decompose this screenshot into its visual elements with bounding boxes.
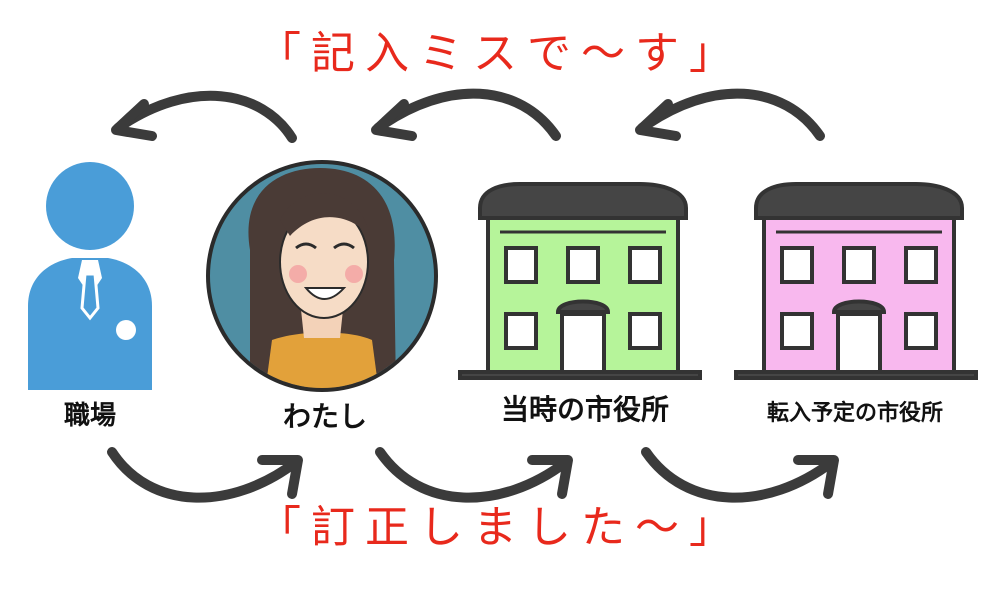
woman-avatar: [206, 160, 438, 392]
caption-corrected-notice: 「訂正しました～」: [257, 502, 743, 553]
arrow-top-left: [111, 90, 297, 143]
arrow-bottom-left: [107, 447, 303, 503]
arrow-bottom-right: [641, 447, 839, 503]
label-former-city-hall: 当時の市役所: [500, 393, 669, 426]
arrow-top-middle: [371, 88, 561, 141]
building-icon-green: [458, 182, 702, 380]
label-workplace: 職場: [63, 401, 116, 431]
caption-error-notice: 「記入ミスで～す」: [257, 28, 743, 79]
label-new-city-hall: 転入予定の市役所: [766, 401, 943, 426]
building-icon-pink: [734, 182, 978, 380]
label-me: わたし: [282, 400, 367, 433]
arrow-bottom-middle: [375, 447, 573, 503]
businessman-icon: [28, 162, 152, 390]
arrow-top-right: [635, 88, 825, 141]
